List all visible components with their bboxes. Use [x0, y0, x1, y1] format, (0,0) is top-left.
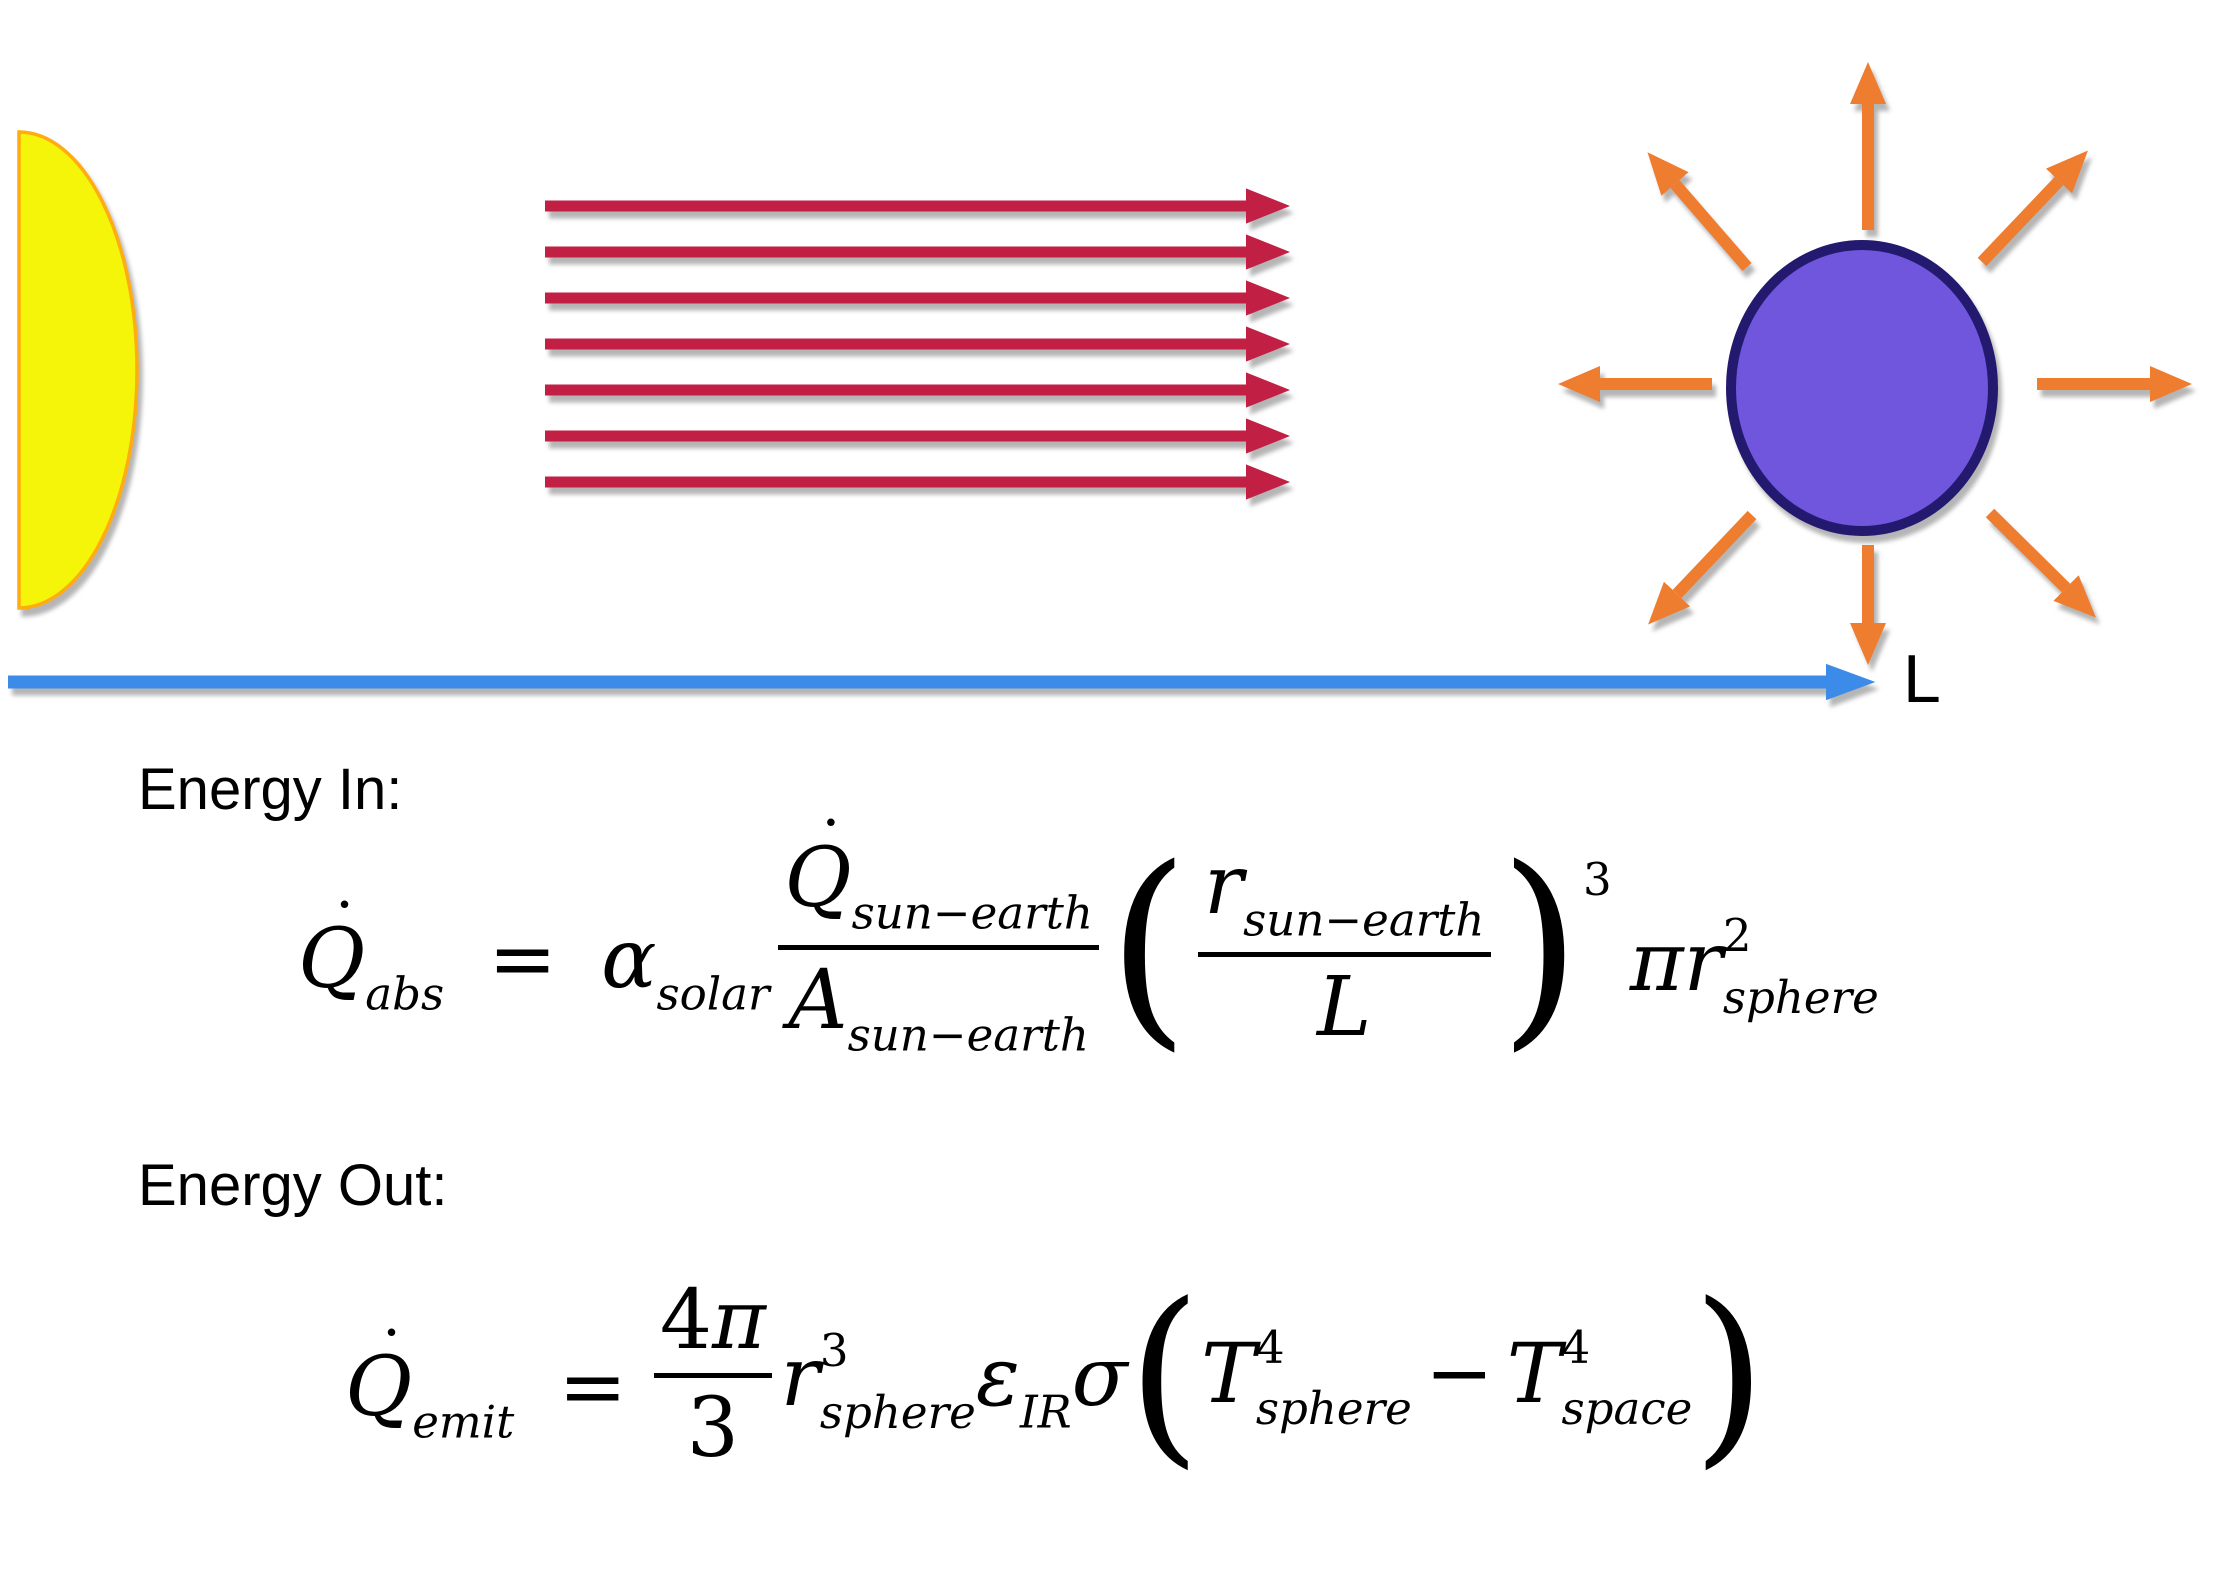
alpha-solar-subscript: solar — [656, 968, 770, 1022]
close-paren: ) — [1499, 823, 1581, 1071]
temperature-sup-sub: 4 space — [1561, 1320, 1693, 1436]
distance-label: L — [1903, 641, 1941, 717]
four-digit: 4 — [659, 1273, 712, 1369]
fraction-denominator: L — [1309, 964, 1380, 1051]
eq1-lhs: ˙Qabs = αsolar — [298, 897, 770, 1017]
alpha-symbol: α — [601, 912, 657, 1008]
area-symbol: A — [788, 952, 848, 1048]
sphere-subscript: sphere — [819, 1385, 976, 1439]
sigma-symbol: σ — [1071, 1329, 1128, 1425]
sun-shape — [17, 130, 139, 610]
fraction-numerator: 4π — [652, 1278, 774, 1364]
fraction-numerator: rsun−earth — [1196, 842, 1493, 947]
solar-rays — [545, 188, 1290, 500]
cubed-exponent: 3 — [1583, 852, 1612, 906]
fourth-power-exponent: 4 — [1561, 1320, 1591, 1374]
minus-sign: − — [1424, 1326, 1494, 1422]
sphere-subscript: sphere — [1255, 1382, 1412, 1436]
radius-sup-sub: 2 sphere — [1722, 909, 1879, 1024]
sun-earth-subscript: sun−earth — [1243, 893, 1485, 947]
fraction-bar — [778, 944, 1100, 950]
eq2-lhs: ˙Qemit = — [345, 1325, 645, 1445]
fraction-bar — [653, 1372, 773, 1378]
q-symbol: Q — [784, 830, 852, 926]
temperature-sup-sub: 4 sphere — [1255, 1320, 1412, 1436]
sun-half-ellipse-icon — [17, 130, 139, 610]
fraction-numerator: ˙Qsun−earth — [776, 813, 1101, 940]
energy-in-heading: Energy In: — [138, 757, 403, 822]
fraction-denominator: 3 — [686, 1380, 739, 1476]
q-abs-subscript: abs — [365, 968, 445, 1022]
emission-arrow-up-left — [1647, 152, 1752, 271]
sphere-emission-group — [1558, 62, 2192, 665]
ratio-term: ( rsun−earth L ) 3 — [1107, 823, 1612, 1071]
heat-flux-fraction: ˙Qsun−earth Asun−earth — [776, 813, 1101, 1062]
sphere — [1726, 240, 1998, 536]
q-emit-subscript: emit — [412, 1396, 515, 1450]
epsilon-symbol: ε — [975, 1329, 1020, 1425]
q-symbol: Q — [345, 1340, 413, 1436]
fourth-power-exponent: 4 — [1255, 1320, 1285, 1374]
temperature-symbol: T — [1201, 1326, 1256, 1422]
fraction-denominator: Asun−earth — [780, 957, 1097, 1062]
distance-symbol: L — [1316, 959, 1372, 1055]
open-paren: ( — [1127, 1262, 1202, 1486]
squared-exponent: 2 — [1722, 909, 1752, 963]
radius-sup-sub: 3 sphere — [819, 1323, 976, 1439]
fraction-bar — [1197, 951, 1491, 957]
sphere-subscript: sphere — [1722, 970, 1879, 1024]
energy-in-equation: ˙Qabs = αsolar ˙Qsun−earth Asun−earth ( … — [298, 813, 1879, 1071]
pi-symbol: π — [712, 1273, 766, 1369]
four-pi-thirds-fraction: 4π 3 — [652, 1278, 774, 1471]
energy-out-heading: Energy Out: — [138, 1153, 448, 1218]
equals-sign: = — [488, 912, 557, 1008]
space-subscript: space — [1561, 1382, 1693, 1436]
pi-symbol: π — [1629, 914, 1684, 1010]
q-dot: ˙ — [375, 1319, 408, 1396]
radius-ratio-fraction: rsun−earth L — [1196, 842, 1493, 1051]
emission-arrow-up-right — [1977, 150, 2088, 267]
q-dot: ˙ — [814, 809, 848, 886]
radius-symbol: r — [780, 1329, 820, 1425]
sun-earth-subscript: sun−earth — [847, 1008, 1089, 1062]
distance-arrow — [8, 663, 1876, 701]
temperature-symbol: T — [1506, 1326, 1562, 1422]
q-symbol: Q — [298, 912, 366, 1008]
q-dot: ˙ — [328, 891, 361, 968]
radius-symbol: r — [1203, 838, 1244, 933]
close-paren: ) — [1692, 1262, 1766, 1486]
ir-subscript: IR — [1019, 1385, 1072, 1439]
radius-symbol: r — [1683, 914, 1723, 1010]
sun-earth-subscript: sun−earth — [851, 886, 1093, 940]
emission-arrow-down-right — [1985, 508, 2096, 618]
emission-arrow-down-left — [1648, 510, 1757, 625]
cubed-exponent: 3 — [819, 1323, 849, 1377]
equals-sign: = — [558, 1340, 628, 1436]
open-paren: ( — [1107, 823, 1190, 1071]
